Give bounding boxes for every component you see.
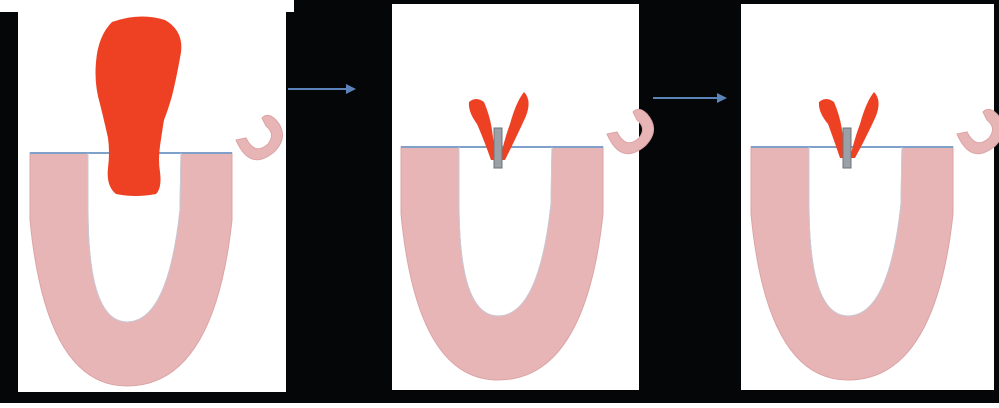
panel-1-top-strip xyxy=(0,0,294,12)
panel-2-instrument xyxy=(494,128,502,168)
panel-1 xyxy=(0,0,294,392)
panel-2 xyxy=(392,4,654,390)
panel-3 xyxy=(741,4,999,390)
panel-3-instrument xyxy=(843,128,851,168)
